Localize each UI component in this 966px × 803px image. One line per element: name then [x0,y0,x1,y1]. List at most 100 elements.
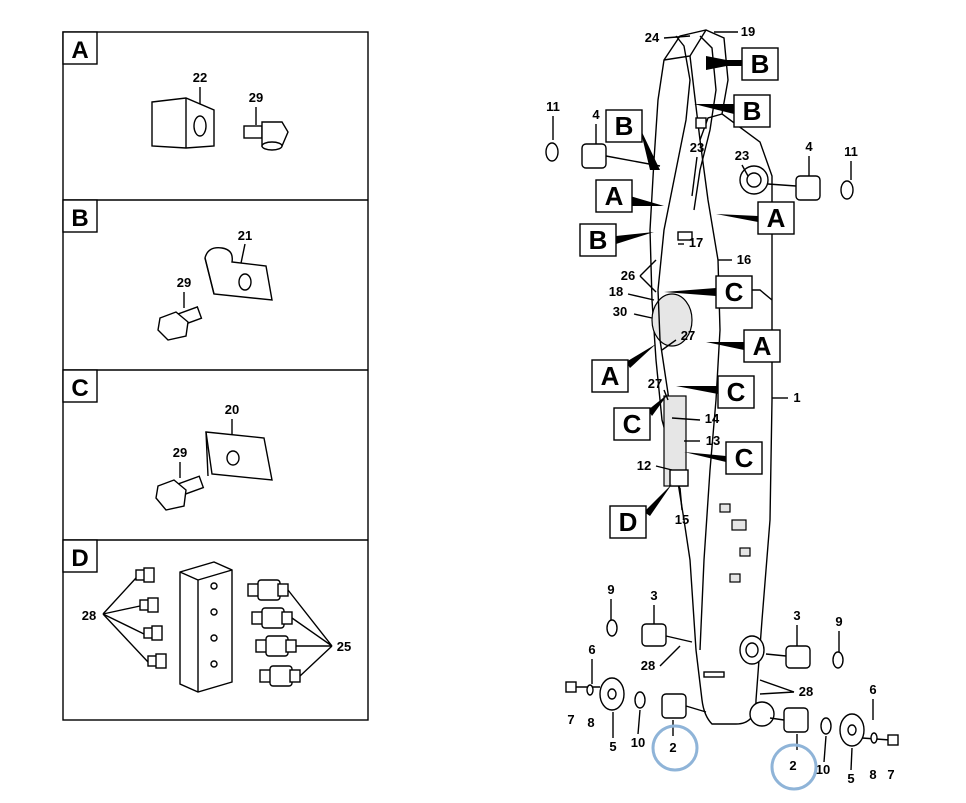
label-26: 26 [621,268,635,283]
label-4-right: 4 [805,139,813,154]
label-11-left: 11 [546,99,560,114]
label-6-left: 6 [588,642,595,657]
callout-c-4 [725,441,763,475]
panel-b-letter: B [71,205,88,232]
panel-d-part-25: 25 [337,639,351,654]
bolt-29-b [157,311,189,341]
label-2-right: 2 [789,758,796,773]
svg-text:B: B [589,225,608,255]
label-27-upper: 27 [681,328,695,343]
detail-panel-b: B 21 29 [62,199,273,341]
label-16: 16 [737,252,751,267]
callout-boxes: B B B A A B C A A C C C [579,47,795,539]
label-28-right: 28 [799,684,813,699]
callout-a-4 [591,359,629,393]
callout-a-3 [743,329,781,363]
label-14: 14 [705,411,720,426]
callout-c-3 [613,407,651,441]
bushing-4-right [795,175,821,201]
callout-b-2 [733,94,771,128]
label-6-right: 6 [869,682,876,697]
label-10-right: 10 [816,762,830,777]
label-3-left: 3 [650,588,657,603]
label-8-right: 8 [869,767,876,782]
label-4-left: 4 [592,107,600,122]
label-3-right: 3 [793,608,800,623]
panel-d-part-28: 28 [82,608,96,623]
callout-b-3 [605,109,643,143]
svg-text:A: A [601,361,620,391]
callout-d-1 [609,505,647,539]
callout-a-2 [757,201,795,235]
label-17: 17 [689,235,703,250]
panel-c-part-29: 29 [173,445,187,460]
fittings-25 [247,579,301,687]
label-19: 19 [741,24,755,39]
label-15: 15 [675,512,689,527]
washer-10-right [820,717,832,735]
main-labels: 24 19 11 4 23 23 4 11 17 16 26 18 30 27 [545,24,858,527]
hose-bracket-area [651,293,693,347]
svg-text:B: B [615,111,634,141]
washer-11-right [840,180,854,200]
bolt-29-a [261,121,289,147]
svg-text:C: C [725,277,744,307]
bushing-3-right [785,645,811,669]
panel-a-letter: A [71,37,88,64]
panel-c-letter: C [71,375,88,402]
svg-text:A: A [767,203,786,233]
panel-b-part-29: 29 [177,275,191,290]
detail-panel-group: A 22 29 B 21 29 [62,31,369,721]
label-23-right: 23 [735,148,749,163]
panel-b-part-21: 21 [238,228,252,243]
label-9-right: 9 [835,614,842,629]
label-23-left: 23 [690,140,704,155]
callout-b-1 [741,47,779,81]
panel-c-part-20: 20 [225,402,239,417]
svg-text:C: C [727,377,746,407]
label-2-left: 2 [669,740,676,755]
label-8-left: 8 [587,715,594,730]
label-5-right: 5 [847,771,854,786]
label-10-left: 10 [631,735,645,750]
bushing-3-left [641,623,667,647]
label-24: 24 [645,30,660,45]
svg-text:C: C [623,409,642,439]
svg-text:A: A [605,181,624,211]
panel-a-part-22: 22 [193,70,207,85]
label-30: 30 [613,304,627,319]
label-28: 28 [641,658,655,673]
svg-text:D: D [619,507,638,537]
fittings-28 [135,567,167,669]
pivot-boss-bottom [749,701,775,727]
svg-text:B: B [751,49,770,79]
label-5-left: 5 [609,739,616,754]
callout-c-2 [717,375,755,409]
washer-10-left [634,691,646,709]
bolt-29-c [155,479,187,511]
bushing-4-left [581,143,607,169]
callout-b-4 [579,223,617,257]
label-9-left: 9 [607,582,614,597]
detail-panel-a: A 22 29 [62,31,289,151]
clamp-21 [204,247,273,301]
block-15 [669,469,689,487]
label-11-right: 11 [844,144,858,159]
callout-a-1 [595,179,633,213]
boom-assembly [649,29,775,727]
detail-panel-d: D 28 25 [62,539,351,693]
highlight-circle-right [770,743,818,791]
label-1: 1 [793,390,800,405]
bushing-2-left [661,693,687,719]
detail-panel-c: C 20 29 [62,369,273,511]
svg-text:A: A [753,331,772,361]
label-7-left: 7 [567,712,574,727]
label-27-lower: 27 [648,376,662,391]
washer-11-left [545,142,559,162]
manifold-block [179,561,233,693]
label-12: 12 [637,458,651,473]
panel-d-letter: D [71,545,88,572]
label-18: 18 [609,284,623,299]
svg-text:C: C [735,443,754,473]
svg-text:B: B [743,96,762,126]
